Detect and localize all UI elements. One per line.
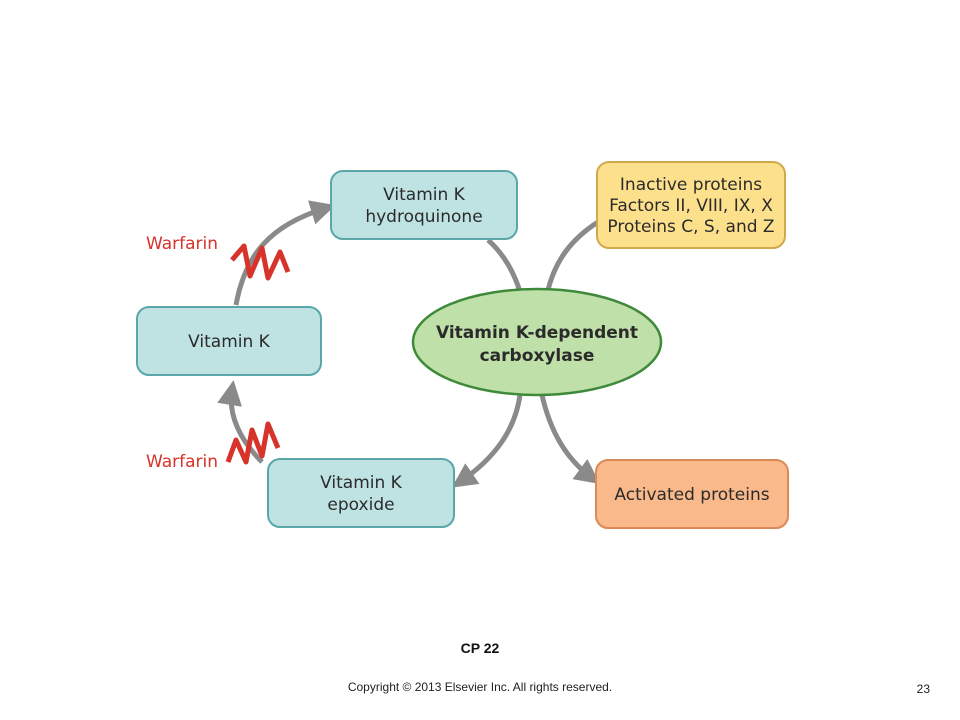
- page-number: 23: [916, 682, 930, 696]
- node-vitamin-k: Vitamin K: [136, 306, 322, 376]
- inactive-line1: Inactive proteins: [620, 175, 762, 195]
- link-hydroquinone-to-carboxylase: [486, 238, 523, 293]
- link-inactive-to-carboxylase: [545, 219, 600, 291]
- slide-label: CP 22: [460, 640, 500, 656]
- warfarin-inhibition-top-icon: [230, 243, 291, 281]
- warfarin-label-bottom: Warfarin: [146, 452, 218, 472]
- epoxide-line2: epoxide: [327, 495, 394, 515]
- node-carboxylase: Vitamin K-dependent carboxylase: [411, 287, 663, 397]
- copyright-notice: Copyright © 2013 Elsevier Inc. All right…: [347, 680, 613, 694]
- warfarin-label-top: Warfarin: [146, 234, 218, 254]
- vitamin-k-line1: Vitamin K: [188, 332, 271, 352]
- inactive-line2: Factors II, VIII, IX, X: [609, 196, 773, 216]
- carboxylase-line1: Vitamin K-dependent: [436, 323, 638, 343]
- node-activated-proteins: Activated proteins: [595, 459, 789, 529]
- epoxide-line1: Vitamin K: [320, 473, 403, 493]
- hydroquinone-line2: hydroquinone: [365, 207, 482, 227]
- warfarin-inhibition-bottom-icon: [225, 421, 281, 465]
- arrow-vitk-to-hydroquinone: [233, 200, 336, 306]
- arrow-epoxide-to-vitk: [217, 380, 264, 464]
- carboxylase-line2: carboxylase: [480, 346, 595, 366]
- arrow-carboxylase-to-epoxide: [451, 394, 523, 488]
- inactive-line3: Proteins C, S, and Z: [607, 217, 774, 237]
- node-inactive-proteins: Inactive proteins Factors II, VIII, IX, …: [596, 161, 786, 249]
- activated-line1: Activated proteins: [614, 485, 769, 505]
- node-vitamin-k-epoxide: Vitamin K epoxide: [267, 458, 455, 528]
- hydroquinone-line1: Vitamin K: [383, 185, 466, 205]
- arrow-carboxylase-to-activated: [539, 394, 601, 484]
- node-vitamin-k-hydroquinone: Vitamin K hydroquinone: [330, 170, 518, 240]
